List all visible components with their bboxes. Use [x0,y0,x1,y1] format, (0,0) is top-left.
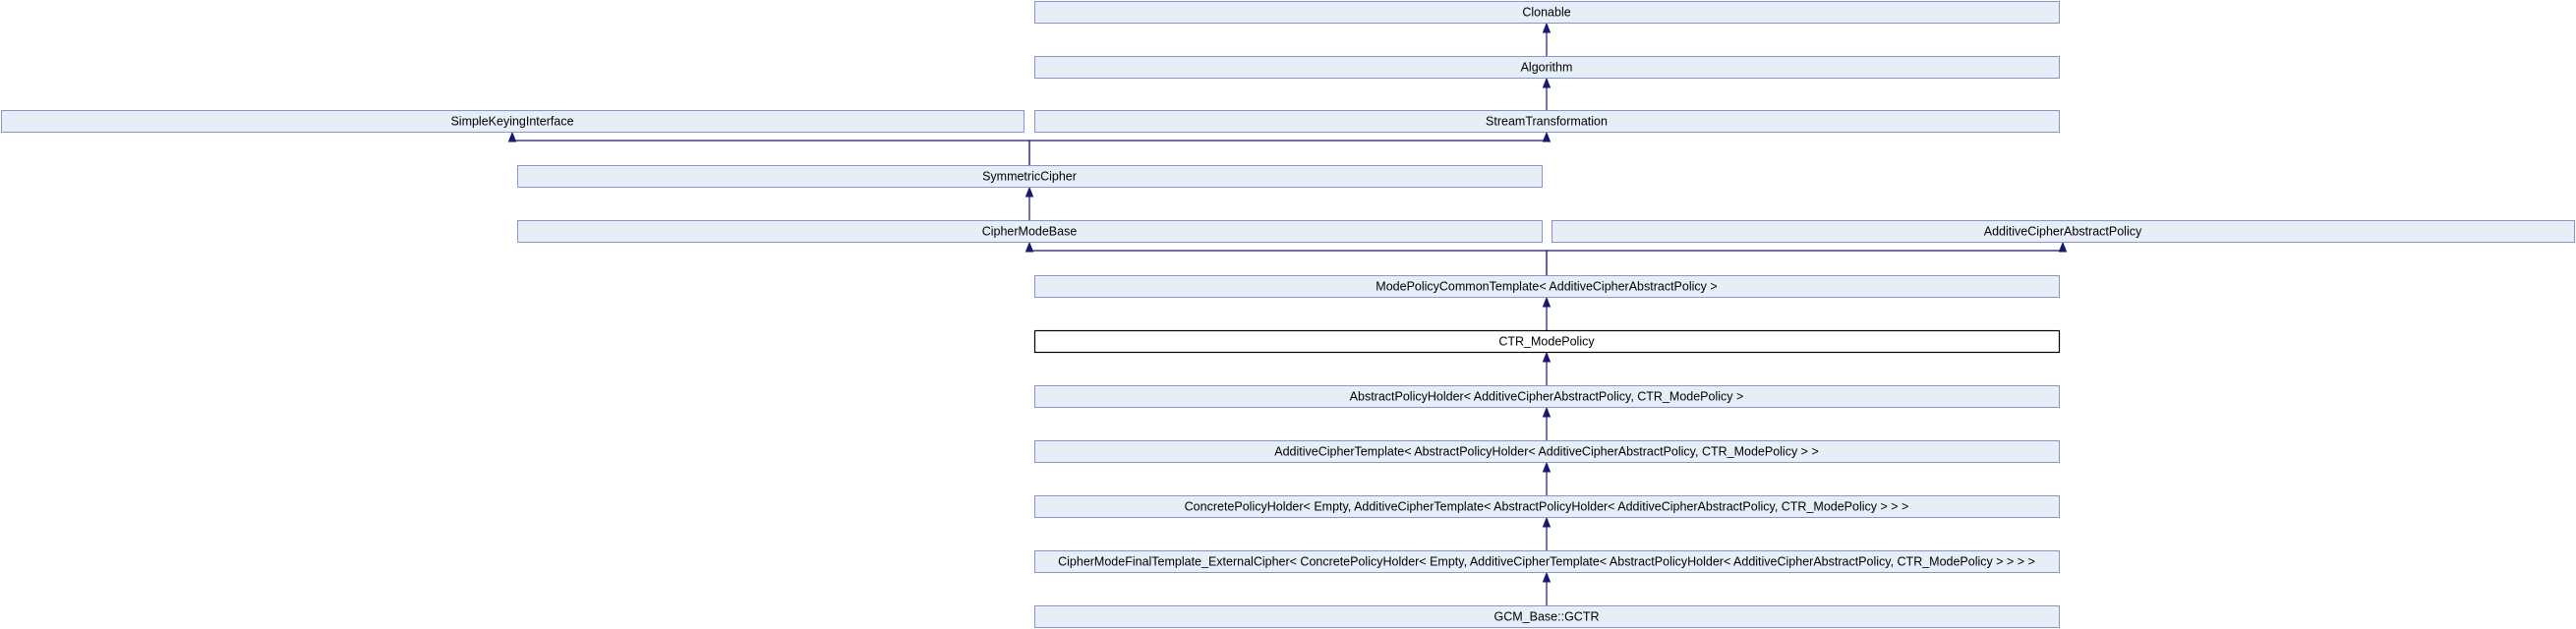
class-node-label: SymmetricCipher [982,170,1077,184]
class-node-label: CipherModeFinalTemplate_ExternalCipher< … [1058,555,2035,569]
class-node-cipher-mode-base[interactable]: CipherModeBase [517,220,1543,243]
class-node-ctr-mode-policy[interactable]: CTR_ModePolicy [1033,329,2061,354]
arrowhead-icon [1025,241,1034,253]
arrowhead-icon [1542,296,1551,308]
class-node-box [517,165,1543,188]
class-node-box [1034,56,2060,79]
arrowhead-icon [2058,241,2068,253]
class-node-label: ModePolicyCommonTemplate< AdditiveCipher… [1376,280,1717,294]
edges-layer [507,22,2068,605]
class-node-box [1034,550,2060,573]
class-node-box [1551,220,2575,243]
class-node-box [1034,275,2060,298]
class-node-box [1,110,1025,133]
arrowhead-icon [1025,186,1034,198]
arrowhead-icon [1542,351,1551,363]
class-node-box [1034,385,2060,408]
class-node-algorithm[interactable]: Algorithm [1034,56,2060,79]
class-node-clonable[interactable]: Clonable [1034,1,2060,24]
class-node-symmetric-cipher[interactable]: SymmetricCipher [517,165,1543,188]
class-node-label: Clonable [1522,6,1570,20]
arrowhead-icon [1542,516,1551,528]
class-node-cipher-mode-final-template[interactable]: CipherModeFinalTemplate_ExternalCipher< … [1034,550,2060,573]
class-node-additive-cipher-template[interactable]: AdditiveCipherTemplate< AbstractPolicyHo… [1034,440,2060,463]
class-node-label: ConcretePolicyHolder< Empty, AdditiveCip… [1185,500,1909,514]
class-node-box [1034,605,2060,628]
class-node-label: CipherModeBase [982,225,1078,239]
class-node-label: AdditiveCipherTemplate< AbstractPolicyHo… [1274,445,1819,459]
class-node-label: StreamTransformation [1486,115,1608,129]
inheritance-edge [1546,245,2064,275]
class-node-abstract-policy-holder[interactable]: AbstractPolicyHolder< AdditiveCipherAbst… [1034,385,2060,408]
class-node-label: CTR_ModePolicy [1498,335,1595,349]
class-node-label: SimpleKeyingInterface [450,115,573,129]
class-node-label: GCM_Base::GCTR [1494,610,1600,624]
class-node-concrete-policy-holder[interactable]: ConcretePolicyHolder< Empty, AdditiveCip… [1034,495,2060,518]
arrowhead-icon [1542,77,1551,88]
class-node-box [1034,440,2060,463]
arrowhead-icon [1542,461,1551,473]
class-node-additive-cipher-abstract-policy[interactable]: AdditiveCipherAbstractPolicy [1551,220,2575,243]
class-node-simple-keying-interface[interactable]: SimpleKeyingInterface [1,110,1025,133]
class-node-box [1034,1,2060,24]
arrowhead-icon [507,131,517,143]
class-node-label: AbstractPolicyHolder< AdditiveCipherAbst… [1350,390,1744,404]
arrowhead-icon [1542,131,1551,143]
class-node-mode-policy-common-template[interactable]: ModePolicyCommonTemplate< AdditiveCipher… [1034,275,2060,298]
class-node-box [1033,329,2061,354]
inheritance-edge [1028,245,1548,275]
class-node-box [1034,110,2060,133]
class-node-box [1034,495,2060,518]
inheritance-edge [511,135,1030,165]
class-node-gcm-base-gctr[interactable]: GCM_Base::GCTR [1034,605,2060,628]
arrowhead-icon [1542,571,1551,583]
inheritance-edge [1028,135,1548,165]
class-node-label: Algorithm [1521,61,1573,75]
class-node-stream-transformation[interactable]: StreamTransformation [1034,110,2060,133]
arrowhead-icon [1542,22,1551,33]
class-node-label: AdditiveCipherAbstractPolicy [1984,225,2142,239]
arrowhead-icon [1542,406,1551,418]
class-node-box [517,220,1543,243]
